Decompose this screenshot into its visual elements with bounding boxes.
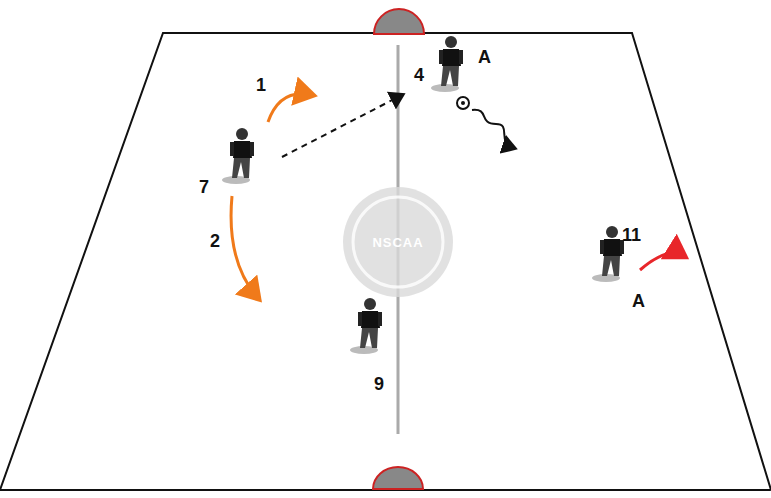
callout-number: 1 xyxy=(256,76,266,94)
callout-number: 2 xyxy=(210,232,220,250)
player-number: 9 xyxy=(374,375,384,393)
player-number: 7 xyxy=(199,178,209,196)
team-letter: A xyxy=(632,292,645,310)
player-number: 11 xyxy=(622,226,641,244)
team-letter: A xyxy=(478,48,491,66)
watermark: NSCAA xyxy=(372,236,423,249)
player-number: 4 xyxy=(414,66,424,84)
